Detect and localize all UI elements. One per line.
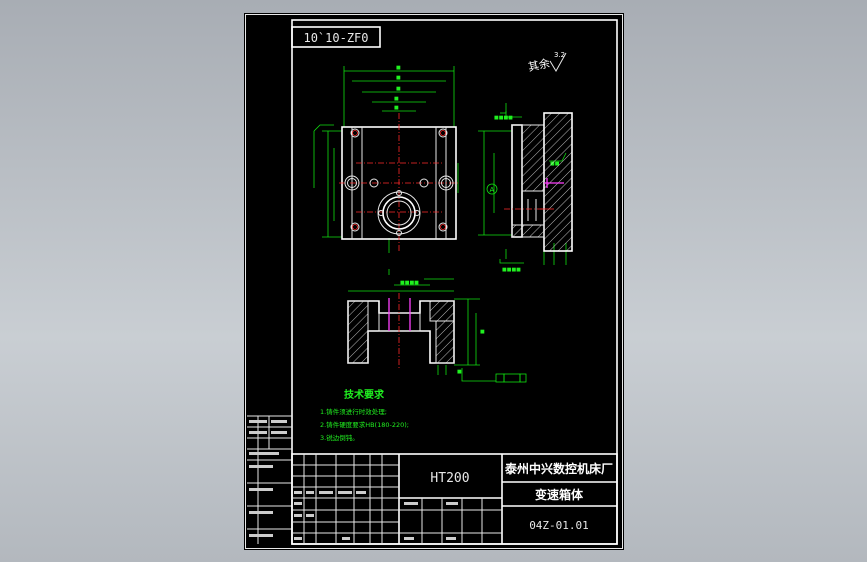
binding-strip: [247, 415, 292, 544]
surface-note: 其余: [527, 56, 551, 74]
svg-text:■: ■: [396, 65, 401, 71]
material: HT200: [430, 471, 469, 486]
section-label: A: [490, 186, 495, 194]
svg-text:■■■■: ■■■■: [494, 115, 513, 121]
code-text: 10`10-ZF0: [303, 31, 368, 45]
front-view: ■ ■ ■ ■ ■: [313, 65, 459, 253]
technical-notes: 技术要求 1.铸件须进行时效处理; 2.铸件硬度要求HB(180-220); 3…: [320, 388, 409, 442]
note-2: 2.铸件硬度要求HB(180-220);: [320, 420, 409, 429]
svg-text:■■■■: ■■■■: [502, 267, 521, 273]
svg-text:■: ■: [394, 105, 399, 111]
drawing-sheet: 10`10-ZF0 其余 3.2: [244, 13, 624, 550]
note-3: 3.锐边倒钝。: [320, 433, 359, 442]
top-section: ■■■■ ■ ■: [347, 269, 527, 383]
code-box: [291, 26, 381, 48]
outer-border: [245, 14, 623, 549]
svg-text:■: ■: [394, 96, 399, 102]
part-name: 变速箱体: [535, 487, 584, 502]
roughness-symbol: [549, 52, 567, 72]
drawing-canvas: 10`10-ZF0 其余 3.2: [245, 14, 623, 549]
title-block: HT200 泰州中兴数控机床厂 变速箱体 04Z-01.01: [291, 453, 618, 545]
drawing-number: 04Z-01.01: [529, 519, 589, 532]
svg-text:■: ■: [396, 75, 401, 81]
svg-text:■: ■: [396, 86, 401, 92]
company: 泰州中兴数控机床厂: [504, 461, 613, 476]
svg-text:■■■■: ■■■■: [400, 280, 419, 286]
notes-title: 技术要求: [344, 388, 385, 401]
note-1: 1.铸件须进行时效处理;: [320, 407, 387, 416]
svg-text:■: ■: [457, 369, 462, 375]
svg-text:■: ■: [480, 329, 485, 335]
roughness-value: 3.2: [554, 51, 565, 59]
side-section: ■■■■ ■■ ■■■■ A: [478, 103, 573, 273]
